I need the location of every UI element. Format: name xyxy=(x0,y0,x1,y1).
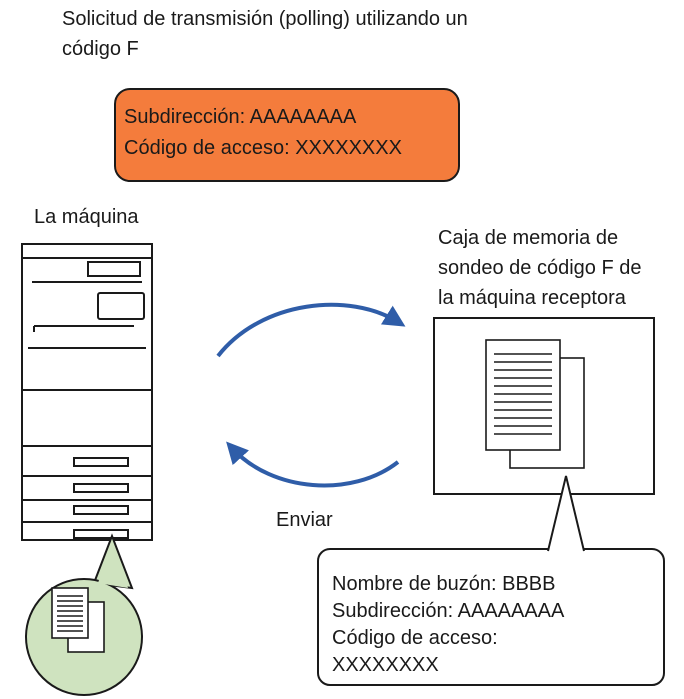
memory-box-label-line-3: la máquina receptora xyxy=(438,287,626,309)
send-arrow xyxy=(226,441,400,488)
request-access-code: Código de acceso: XXXXXXXX xyxy=(124,137,402,159)
received-documents-icon xyxy=(485,339,585,469)
memory-box-label-line-1: Caja de memoria de xyxy=(438,227,619,249)
request-subaddress: Subdirección: AAAAAAAA xyxy=(124,106,357,128)
memory-box xyxy=(433,317,655,495)
diagram-title-line-1: Solicitud de transmisión (polling) utili… xyxy=(62,8,468,30)
mailbox-access-code-value: XXXXXXXX xyxy=(332,654,439,676)
mailbox-access-code-label: Código de acceso: xyxy=(332,627,498,649)
diagram-title-line-2: código F xyxy=(62,38,139,60)
request-arrow xyxy=(216,302,406,358)
request-info-box: Subdirección: AAAAAAAA Código de acceso:… xyxy=(114,88,460,182)
send-label: Enviar xyxy=(276,509,333,531)
memory-box-label-line-2: sondeo de código F de xyxy=(438,257,642,279)
mailbox-callout xyxy=(317,475,665,686)
mailbox-name: Nombre de buzón: BBBB xyxy=(332,573,556,595)
machine-label: La máquina xyxy=(34,206,139,228)
machine-icon xyxy=(21,243,153,541)
mailbox-subaddress: Subdirección: AAAAAAAA xyxy=(332,600,565,622)
machine-document-callout xyxy=(25,533,143,696)
document-stack-icon xyxy=(51,587,105,653)
